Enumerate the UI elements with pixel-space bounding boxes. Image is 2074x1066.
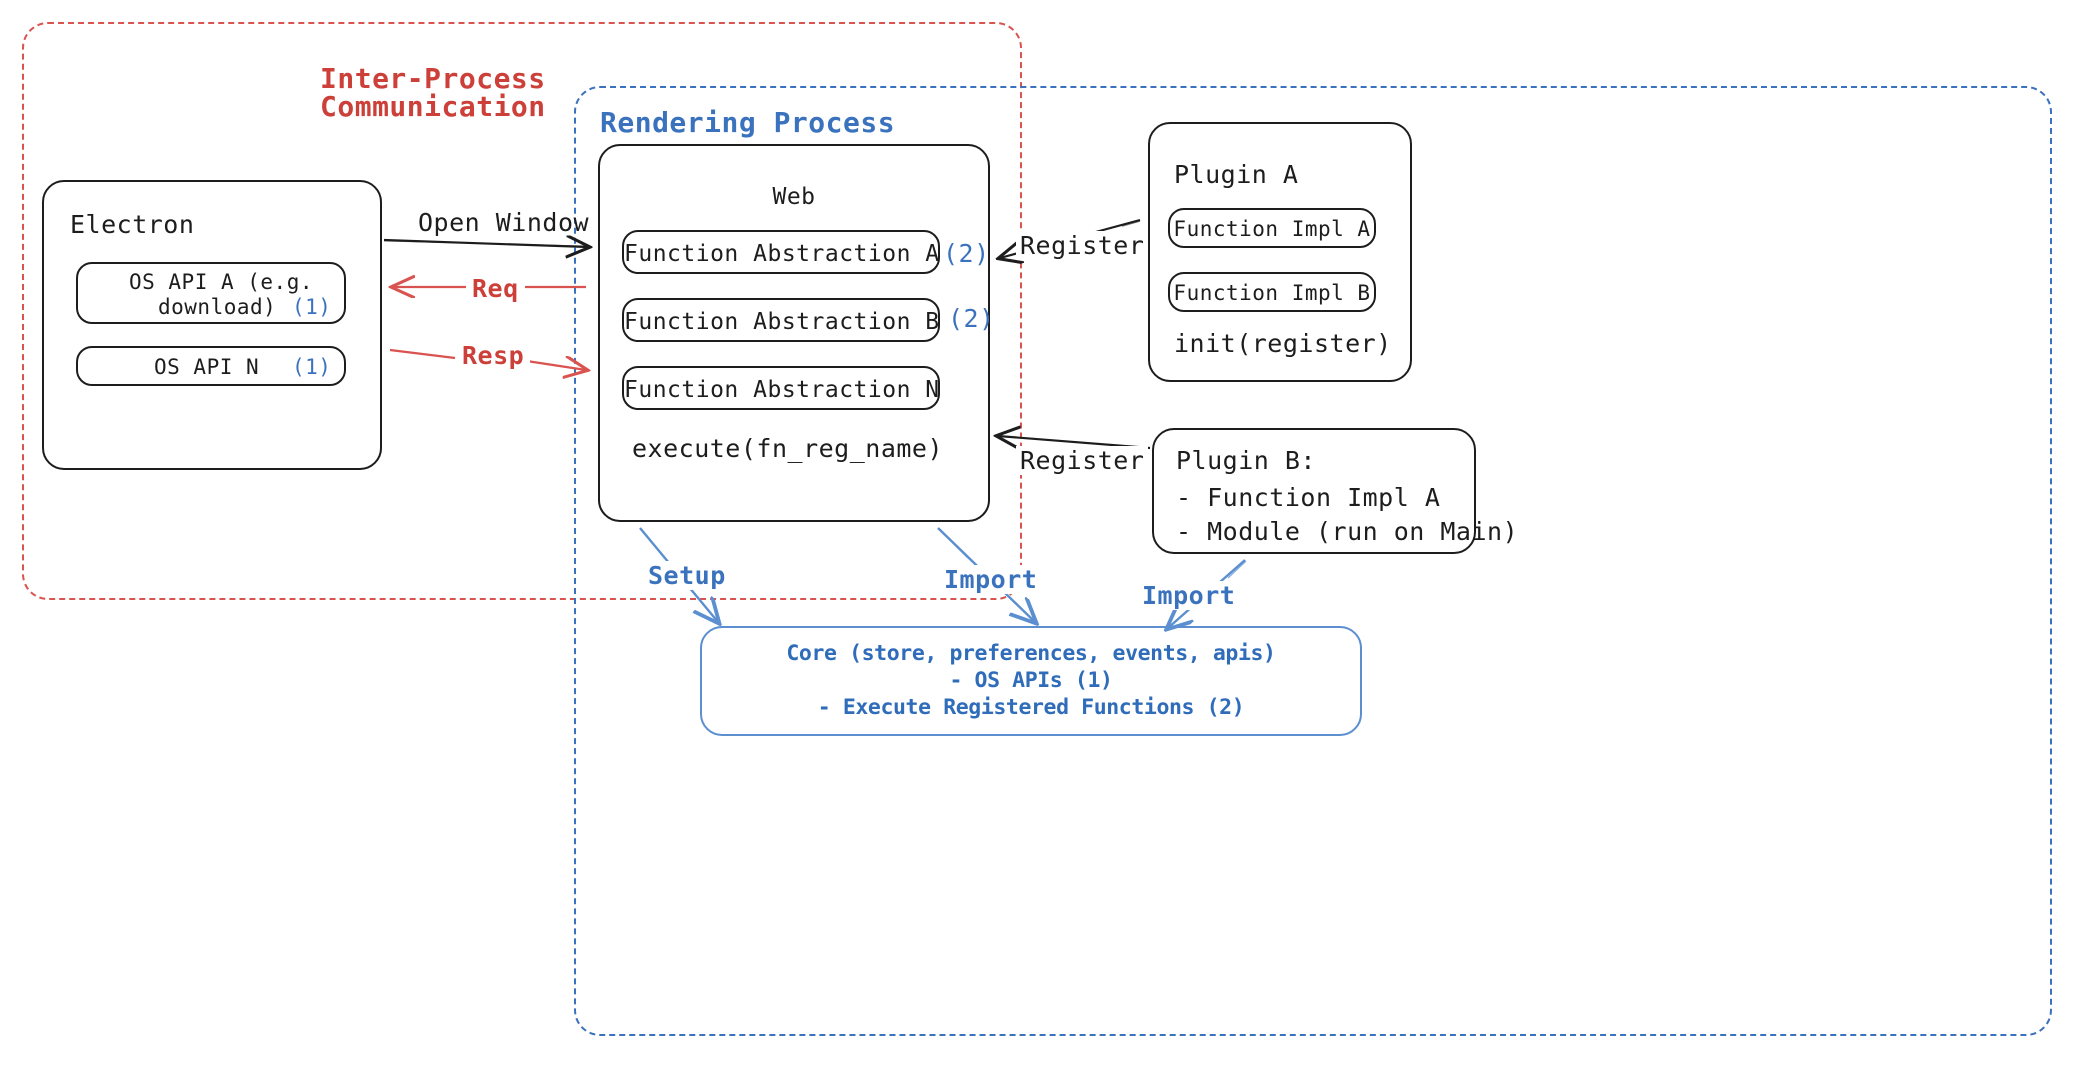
function-abstraction-n-label: Function Abstraction N bbox=[624, 377, 940, 403]
function-abstraction-b-tag: (2) bbox=[948, 304, 995, 333]
edge-label-import-web: Import bbox=[940, 565, 1042, 594]
os-api-a-node: OS API A (e.g. download) (1) bbox=[76, 262, 346, 324]
web-execute-label: execute(fn_reg_name) bbox=[632, 434, 944, 463]
plugin-a-init-label: init(register) bbox=[1174, 329, 1392, 358]
edge-label-setup: Setup bbox=[644, 561, 730, 590]
os-api-n-label: OS API N bbox=[154, 355, 260, 379]
function-abstraction-n-node: Function Abstraction N bbox=[622, 366, 940, 410]
electron-title: Electron bbox=[70, 210, 195, 239]
os-api-n-node: OS API N (1) bbox=[76, 346, 346, 386]
web-title: Web bbox=[772, 184, 816, 210]
function-abstraction-b-node: Function Abstraction B bbox=[622, 298, 940, 342]
core-line-3: - Execute Registered Functions (2) bbox=[817, 695, 1245, 720]
edge-label-register-top: Register bbox=[1016, 231, 1149, 260]
plugin-a-function-impl-b-node: Function Impl B bbox=[1168, 272, 1376, 312]
plugin-b-node: Plugin B: - Function Impl A - Module (ru… bbox=[1152, 428, 1518, 554]
os-api-a-label-line1: OS API A (e.g. bbox=[128, 270, 313, 294]
rendering-process-label: Rendering Process bbox=[600, 106, 896, 139]
plugin-b-title: Plugin B: bbox=[1176, 446, 1316, 475]
web-node: Web Function Abstraction A (2) Function … bbox=[598, 144, 994, 522]
plugin-a-function-impl-b-label: Function Impl B bbox=[1173, 281, 1371, 305]
rendering-process-boundary bbox=[574, 86, 2052, 1036]
function-abstraction-a-label: Function Abstraction A bbox=[624, 241, 940, 267]
edge-label-register-bottom: Register bbox=[1016, 446, 1149, 475]
os-api-a-label-line2: download) bbox=[158, 295, 277, 319]
function-abstraction-b-label: Function Abstraction B bbox=[624, 309, 940, 335]
plugin-a-title: Plugin A bbox=[1174, 160, 1299, 189]
os-api-a-tag: (1) bbox=[292, 295, 332, 319]
ipc-label-line1: Inter-Process bbox=[320, 62, 546, 95]
core-node: Core (store, preferences, events, apis) … bbox=[700, 626, 1362, 736]
ipc-boundary bbox=[22, 22, 1022, 600]
edge-label-req: Req bbox=[466, 274, 525, 303]
electron-node: Electron OS API A (e.g. download) (1) OS… bbox=[42, 180, 382, 470]
plugin-b-item-0: - Function Impl A bbox=[1176, 483, 1441, 512]
function-abstraction-a-node: Function Abstraction A bbox=[622, 230, 940, 274]
os-api-n-tag: (1) bbox=[292, 355, 332, 379]
plugin-a-function-impl-a-node: Function Impl A bbox=[1168, 208, 1376, 248]
edge-label-import-plugin: Import bbox=[1138, 581, 1240, 610]
core-line-1: Core (store, preferences, events, apis) bbox=[786, 641, 1276, 666]
plugin-a-node: Plugin A Function Impl A Function Impl B… bbox=[1148, 122, 1412, 382]
plugin-a-function-impl-a-label: Function Impl A bbox=[1173, 217, 1371, 241]
ipc-label-line2: Communication bbox=[320, 90, 546, 123]
edge-label-resp: Resp bbox=[456, 341, 531, 370]
function-abstraction-a-tag: (2) bbox=[943, 239, 990, 268]
edge-label-open-window: Open Window bbox=[418, 208, 590, 237]
core-line-2: - OS APIs (1) bbox=[949, 668, 1113, 693]
plugin-b-item-1: - Module (run on Main) bbox=[1176, 517, 1519, 546]
